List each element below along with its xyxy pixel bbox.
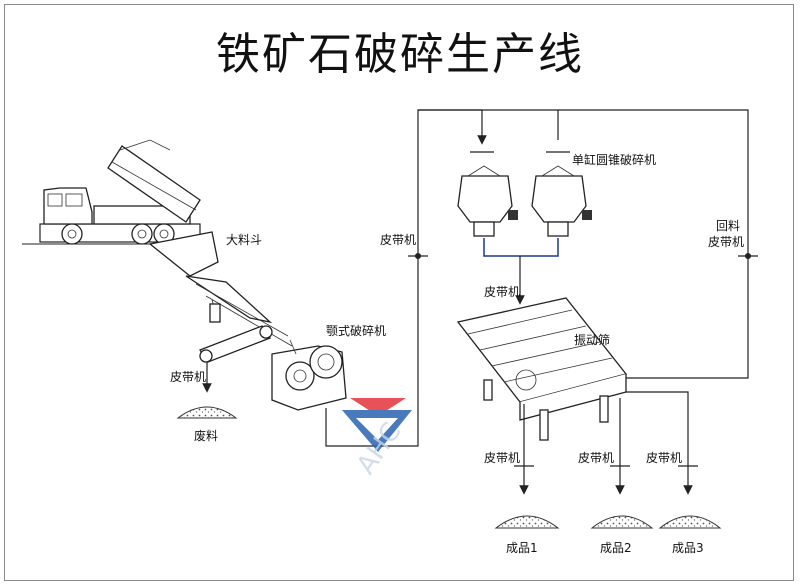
cone-crusher-label: 单缸圆锥破碎机 <box>572 152 656 167</box>
cone-crusher-2 <box>531 151 592 237</box>
hopper-label: 大料斗 <box>226 233 262 247</box>
product1-belt-label: 皮带机 <box>484 451 520 465</box>
main-belt-line-2 <box>418 109 559 140</box>
waste-label: 废料 <box>194 428 218 443</box>
waste-belt <box>199 325 273 393</box>
dump-truck <box>22 139 215 245</box>
jaw-crusher <box>271 339 347 411</box>
jaw-crusher-label: 颚式破碎机 <box>326 323 386 338</box>
product1-pile <box>494 515 560 529</box>
return-belt-line <box>558 109 749 379</box>
main-belt-label: 皮带机 <box>380 233 416 247</box>
vibrating-screen-label: 振动筛 <box>574 332 610 347</box>
hopper <box>148 231 293 347</box>
waste-pile <box>176 406 238 419</box>
main-belt-line <box>325 109 487 447</box>
product3-label: 成品3 <box>672 541 704 555</box>
diagram-frame <box>4 4 794 581</box>
return-belt-label-1: 回料 <box>716 219 740 233</box>
vibrating-screen <box>456 297 628 441</box>
product-line-3 <box>626 391 693 495</box>
screen-feed-belt-label: 皮带机 <box>484 285 520 299</box>
product3-belt-label: 皮带机 <box>646 451 682 465</box>
product2-label: 成品2 <box>600 541 632 555</box>
return-belt-label-2: 皮带机 <box>708 235 744 249</box>
cone-crusher-1 <box>457 151 518 237</box>
product2-belt-label: 皮带机 <box>578 451 614 465</box>
product2-pile <box>590 515 654 529</box>
waste-belt-label: 皮带机 <box>170 370 206 384</box>
product1-label: 成品1 <box>506 541 538 555</box>
watermark-logo <box>342 398 412 452</box>
page-title: 铁矿石破碎生产线 <box>216 29 584 80</box>
product3-pile <box>658 515 722 529</box>
